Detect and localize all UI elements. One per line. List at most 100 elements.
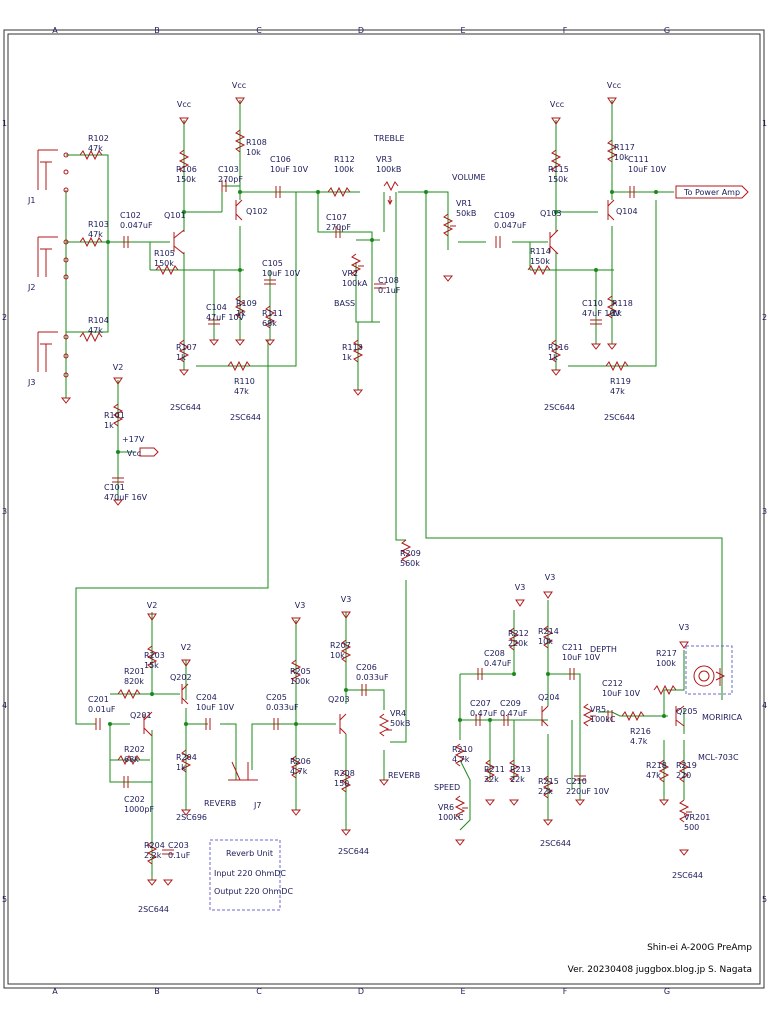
component-ref: R103 xyxy=(88,220,109,229)
component-value: 10k xyxy=(246,148,261,157)
component-value: 1k xyxy=(342,353,352,362)
vcc-rail-label: +17V xyxy=(122,435,145,444)
component-ref: R104 xyxy=(88,316,109,325)
grid-col-top-E: E xyxy=(460,26,465,35)
component-value: 820k xyxy=(124,677,144,686)
component-q104: Q104 xyxy=(616,207,638,216)
component-value: 270pF xyxy=(326,223,351,232)
component-value: 0.01uF xyxy=(88,705,116,714)
component-ref: J1 xyxy=(27,196,35,205)
supply-label: V2 xyxy=(113,363,124,372)
component-value: 1k xyxy=(236,309,246,318)
component-value: 1k xyxy=(612,309,622,318)
component-ref: R105 xyxy=(154,249,175,258)
component-ref: R110 xyxy=(234,377,255,386)
component-ref: Q205 xyxy=(676,707,698,716)
reverb-note-input: Input 220 OhmDC xyxy=(214,869,286,878)
supply-label: V2 xyxy=(147,601,158,610)
component-q203: Q203 xyxy=(328,695,350,704)
component-value: 2.2k xyxy=(144,851,162,860)
component-value: 50kB xyxy=(456,209,476,218)
component-ref: R115 xyxy=(548,165,569,174)
supply-label: V3 xyxy=(515,583,526,592)
component-q101: Q101 xyxy=(164,211,186,220)
grid-col-bottom-B: B xyxy=(154,987,160,996)
component-ref: VR1 xyxy=(456,199,472,208)
grid-row-right-1: 1 xyxy=(762,119,767,128)
component-ref: R206 xyxy=(290,757,311,766)
component-value: 150k xyxy=(530,257,550,266)
component-value: 0.033uF xyxy=(266,703,299,712)
title-block: Shin-ei A-200G PreAmp Ver. 20230408 jugg… xyxy=(568,943,753,975)
component-value: 50kB xyxy=(390,719,410,728)
volume-label: VOLUME xyxy=(452,173,486,182)
reverb-unit-note: Reverb Unit Input 220 OhmDC Output 220 O… xyxy=(214,849,293,896)
component-value: 1000pF xyxy=(124,805,154,814)
component-ref: R201 xyxy=(124,667,145,676)
component-value: 47k xyxy=(88,230,103,239)
grid-col-bottom-D: D xyxy=(358,987,364,996)
component-q204: Q204 xyxy=(538,693,560,702)
component-ref: R101 xyxy=(104,411,125,420)
component-ref: C104 xyxy=(206,303,227,312)
component-ref: Q102 xyxy=(246,207,268,216)
transistor-type: 2SC644 xyxy=(338,847,369,856)
title-line-2: Ver. 20230408 juggbox.blog.jp S. Nagata xyxy=(568,965,752,975)
component-value: 4.7k xyxy=(290,767,308,776)
component-value: 68k xyxy=(262,319,277,328)
grid-row-left-4: 4 xyxy=(2,701,7,710)
component-value: 0.47uF xyxy=(500,709,528,718)
component-ref: VR4 xyxy=(390,709,406,718)
component-ref: VR201 xyxy=(684,813,710,822)
component-value: 0.1uF xyxy=(168,851,191,860)
component-ref: VR6 xyxy=(438,803,454,812)
component-j3: J3 xyxy=(27,378,35,387)
component-ref: R207 xyxy=(330,641,351,650)
jack-symbol xyxy=(37,149,69,378)
component-ref: C101 xyxy=(104,483,125,492)
component-q201: Q201 xyxy=(130,711,152,720)
component-value: 270pF xyxy=(218,175,243,184)
transistor-type: 2SC696 xyxy=(176,813,207,822)
supply-label: Vcc xyxy=(127,449,141,458)
component-ref: R202 xyxy=(124,745,145,754)
output-tag-label: To Power Amp xyxy=(683,188,740,197)
component-value: 10uF 10V xyxy=(270,165,309,174)
component-value: 0.1uF xyxy=(378,286,401,295)
grid-col-bottom-G: G xyxy=(664,987,670,996)
transistor-type: 2SC644 xyxy=(544,403,575,412)
component-value: 0.047uF xyxy=(120,221,153,230)
component-q103: Q103 xyxy=(540,209,562,218)
grid-col-top-C: C xyxy=(256,26,262,35)
component-value: 4.7k xyxy=(630,737,648,746)
component-ref: C110 xyxy=(582,299,603,308)
reverb-note-title: Reverb Unit xyxy=(226,849,273,858)
grid-row-left-1: 1 xyxy=(2,119,7,128)
transistor-type: 2SC644 xyxy=(672,871,703,880)
reverb-jack-label: REVERB xyxy=(204,799,236,808)
component-ref: C203 xyxy=(168,841,189,850)
component-value: 10uF 10V xyxy=(562,653,601,662)
